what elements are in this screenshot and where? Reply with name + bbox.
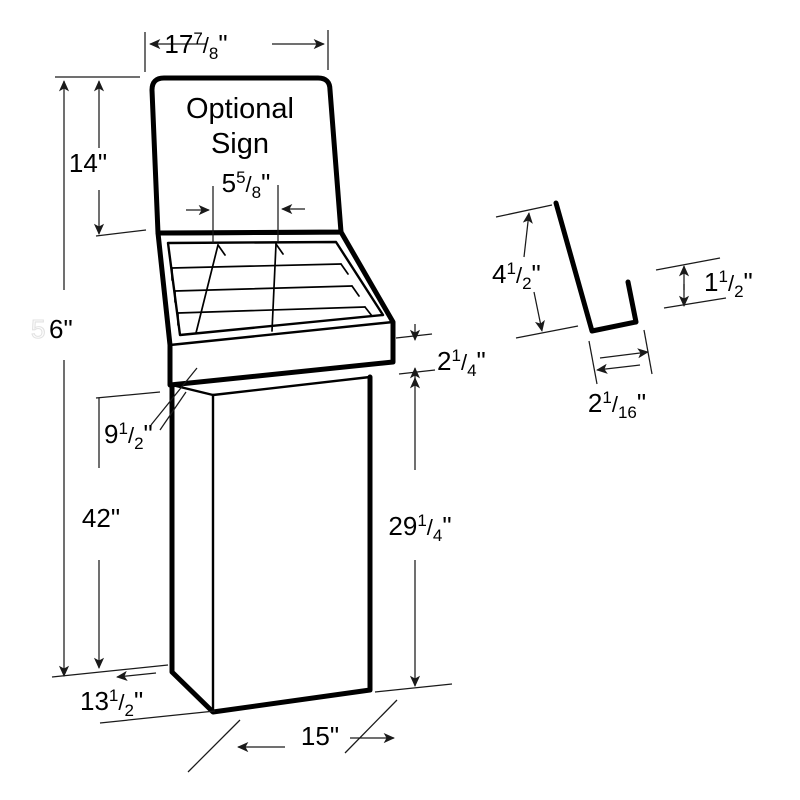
dimension-base-width: 15" (187, 699, 398, 773)
sign-line-2: Sign (211, 128, 269, 160)
tray-lip-seam (168, 320, 395, 347)
pedestal-side-face (172, 385, 213, 712)
tray-front-lip-face (170, 322, 393, 385)
dimension-overall-height: 5 6" (30, 80, 73, 677)
dimension-tray-lip: 21/4" (395, 324, 486, 384)
dimension-base-depth-label: 131/2" (80, 686, 143, 720)
dimension-base-width-label: 15" (301, 721, 339, 751)
j-channel-profile (553, 200, 639, 334)
dimension-profile-tall-leg: 41/2" (492, 204, 579, 339)
tray-rim-inner (166, 240, 385, 337)
dimension-profile-tall-leg-label: 41/2" (492, 259, 541, 293)
dimension-sign-width-label: 177/8" (164, 29, 227, 63)
dimension-body-height: 291/4" (374, 377, 453, 693)
pedestal-top-side-edge (170, 375, 372, 397)
display-stand-body: Optional Sign (149, 75, 396, 715)
pedestal-front-face (213, 377, 370, 712)
tray-shelf-lines (171, 263, 366, 314)
dimension-tray-depth: 91/2" (104, 367, 198, 453)
dimension-base-depth: 131/2" (51, 664, 216, 724)
dimension-overall-height-label: 6" (49, 314, 73, 344)
dimension-tray-lip-label: 21/4" (437, 346, 486, 380)
dimension-tray-depth-label: 91/2" (104, 419, 153, 453)
tray-vertical-dividers (195, 243, 284, 334)
dimension-base-height-label: 42" (82, 503, 120, 533)
dimension-profile-short-leg-label: 11/2" (704, 267, 753, 301)
dimension-sign-height: 14" (55, 76, 147, 237)
sign-line-1: Optional (186, 93, 294, 125)
dimension-compartment-width-label: 55/8" (222, 168, 271, 202)
sign-panel (149, 75, 344, 236)
dimension-compartment-width: 55/8" (186, 168, 305, 243)
dimension-overall-height-faded-digit: 5 (31, 314, 45, 344)
dimension-profile-short-leg: 11/2" (655, 257, 753, 309)
dimension-base-height: 42" (82, 391, 161, 669)
j-channel-section (553, 200, 639, 334)
dimension-sign-height-label: 14" (69, 148, 107, 178)
dimension-body-height-label: 291/4" (388, 511, 451, 545)
dimension-sign-width: 177/8" (144, 29, 329, 72)
dimension-profile-width: 21/16" (588, 329, 653, 422)
dimension-profile-width-label: 21/16" (588, 388, 646, 422)
